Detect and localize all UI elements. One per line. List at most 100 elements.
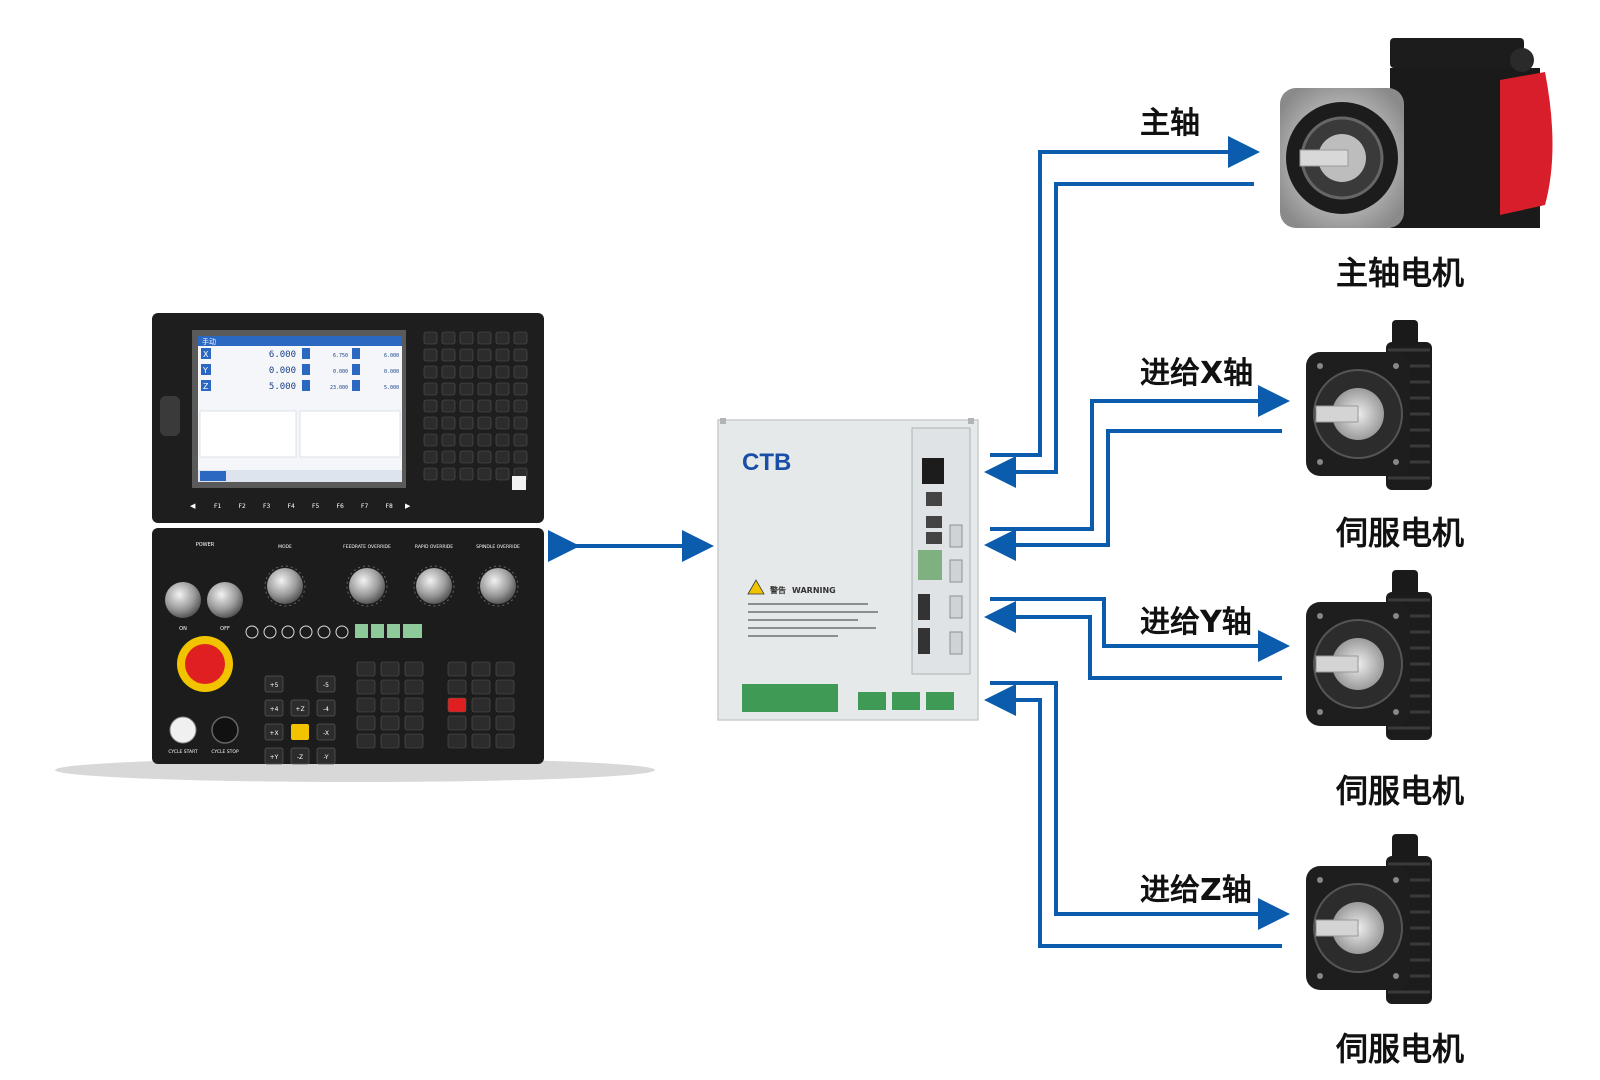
function-key[interactable] [380,697,400,713]
keypad-key[interactable] [477,365,492,379]
keypad-enter-key[interactable] [512,476,526,490]
status-key[interactable] [371,624,384,638]
status-key[interactable] [409,624,422,638]
softkey[interactable]: F4 [288,503,295,510]
rapid-key[interactable] [291,724,309,740]
keypad-key[interactable] [477,331,492,345]
function-key[interactable] [471,661,491,677]
keypad-key[interactable] [423,348,438,362]
function-key[interactable] [380,715,400,731]
db-connector[interactable] [949,524,963,548]
jog-key[interactable] [290,747,310,765]
keypad-key[interactable] [423,331,438,345]
keypad-key[interactable] [513,399,528,413]
function-key[interactable] [447,697,467,713]
keypad-key[interactable] [423,467,438,481]
function-key[interactable] [471,733,491,749]
softkey-prev[interactable]: ◀ [190,502,196,510]
override-dial[interactable] [480,568,516,604]
keypad-key[interactable] [477,416,492,430]
keypad-key[interactable] [495,348,510,362]
function-key[interactable] [356,661,376,677]
power-on-button[interactable] [165,582,201,618]
keypad-key[interactable] [513,416,528,430]
function-key[interactable] [495,715,515,731]
keypad-key[interactable] [495,467,510,481]
jog-key[interactable] [316,699,336,717]
function-key[interactable] [471,715,491,731]
db-connector[interactable] [949,595,963,619]
keypad-key[interactable] [495,433,510,447]
function-key[interactable] [356,697,376,713]
screen-menu-active[interactable] [200,471,226,481]
function-key[interactable] [356,679,376,695]
keypad-key[interactable] [513,382,528,396]
function-key[interactable] [471,679,491,695]
keypad-key[interactable] [477,399,492,413]
keypad-key[interactable] [477,467,492,481]
signal-terminal[interactable] [926,692,954,710]
keypad-key[interactable] [441,450,456,464]
keypad-key[interactable] [459,365,474,379]
jog-key[interactable] [264,675,284,693]
keypad-key[interactable] [441,416,456,430]
keypad-key[interactable] [513,433,528,447]
softkey[interactable]: F3 [263,503,270,510]
keypad-key[interactable] [441,467,456,481]
ethernet-port[interactable] [926,516,942,528]
jog-key[interactable] [290,699,310,717]
keypad-key[interactable] [459,331,474,345]
keypad-key[interactable] [495,416,510,430]
keypad-key[interactable] [459,382,474,396]
softkey[interactable]: F8 [386,503,393,510]
function-key[interactable] [380,733,400,749]
servo-port[interactable] [918,628,930,654]
keypad-key[interactable] [423,365,438,379]
cycle-start-button[interactable] [169,716,197,744]
function-key[interactable] [495,697,515,713]
keypad-key[interactable] [459,467,474,481]
function-key[interactable] [495,733,515,749]
keypad-key[interactable] [441,382,456,396]
softkey-next[interactable]: ▶ [405,502,411,510]
power-terminal[interactable] [742,684,838,712]
jog-key[interactable] [316,747,336,765]
function-key[interactable] [404,697,424,713]
ethernet-port[interactable] [926,492,942,506]
db-connector[interactable] [949,559,963,583]
softkey[interactable]: F5 [312,503,319,510]
keypad-key[interactable] [441,399,456,413]
keypad-key[interactable] [495,382,510,396]
softkey[interactable]: F1 [214,503,221,510]
cycle-stop-button[interactable] [211,716,239,744]
db-connector[interactable] [949,631,963,655]
keypad-key[interactable] [459,450,474,464]
keypad-key[interactable] [495,331,510,345]
jog-key[interactable] [316,675,336,693]
signal-terminal[interactable] [892,692,920,710]
function-key[interactable] [404,661,424,677]
function-key[interactable] [380,661,400,677]
keypad-key[interactable] [459,348,474,362]
function-key[interactable] [404,679,424,695]
keypad-key[interactable] [477,382,492,396]
keypad-key[interactable] [513,365,528,379]
keypad-key[interactable] [495,399,510,413]
function-key[interactable] [495,661,515,677]
status-key[interactable] [387,624,400,638]
jog-key[interactable] [316,723,336,741]
function-key[interactable] [447,715,467,731]
function-key[interactable] [447,679,467,695]
override-dial[interactable] [349,568,385,604]
keypad-key[interactable] [441,433,456,447]
function-key[interactable] [404,733,424,749]
function-key[interactable] [380,679,400,695]
function-key[interactable] [471,697,491,713]
keypad-key[interactable] [513,348,528,362]
keypad-key[interactable] [495,450,510,464]
keypad-key[interactable] [423,416,438,430]
keypad-key[interactable] [477,450,492,464]
keypad-key[interactable] [441,348,456,362]
keypad-key[interactable] [459,416,474,430]
override-dial[interactable] [416,568,452,604]
